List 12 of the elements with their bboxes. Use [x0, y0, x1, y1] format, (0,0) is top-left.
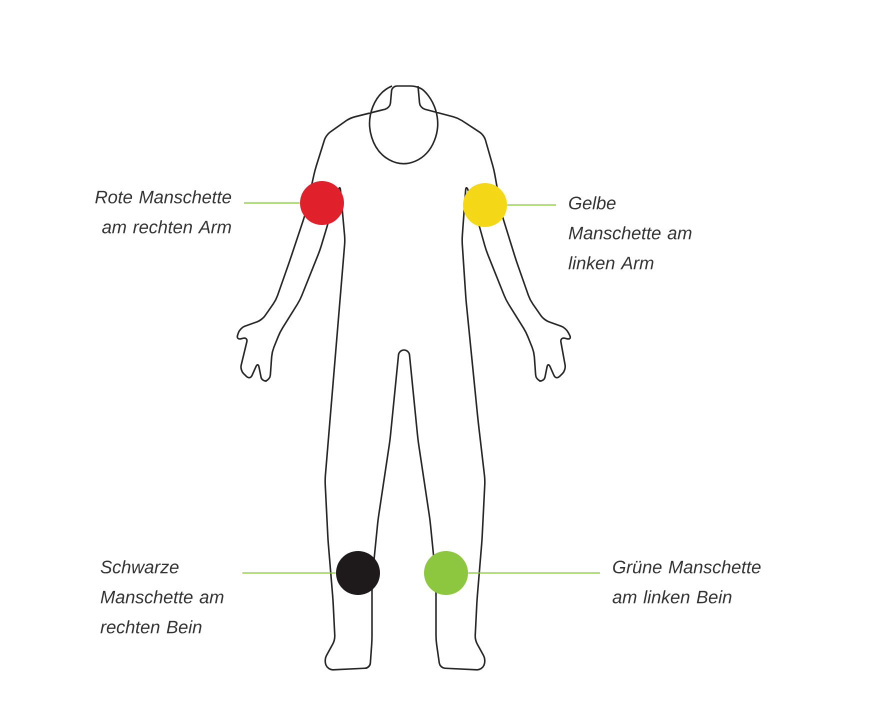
cuff-dot: [300, 181, 344, 225]
leader-line: [242, 572, 336, 574]
leader-line: [244, 202, 300, 204]
cuff-dot: [336, 551, 380, 595]
cuff-dot: [463, 183, 507, 227]
cuff-dot: [424, 551, 468, 595]
leader-line: [468, 572, 600, 574]
leader-line: [507, 204, 556, 206]
label-text: Rote Manschette am rechten Arm: [95, 190, 232, 234]
label-text: Schwarze Manschette am rechten Bein: [100, 560, 224, 634]
label-text: Gelbe Manschette am linken Arm: [568, 196, 692, 270]
label-text: Grüne Manschette am linken Bein: [612, 560, 761, 604]
